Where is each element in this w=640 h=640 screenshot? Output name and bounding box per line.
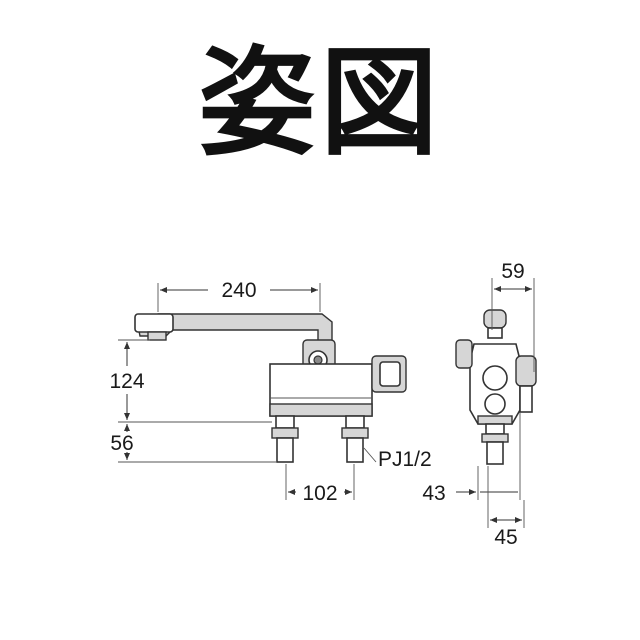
dim-pitch: 102 (285, 464, 355, 505)
side-left-lever (455, 339, 473, 369)
side-view (455, 309, 537, 465)
side-body (469, 343, 521, 425)
dim-label-45: 45 (494, 526, 517, 549)
dim-label-pj: PJ1/2 (378, 448, 432, 471)
dim-label-56: 56 (110, 432, 133, 455)
pipe-thread-callout: PJ1/2 (363, 447, 432, 471)
faucet-body (269, 363, 373, 417)
dim-label-102: 102 (302, 482, 337, 505)
side-top-knob (483, 309, 507, 339)
dim-side-front: 43 (422, 412, 521, 505)
supply-legs (271, 415, 369, 463)
dim-label-43: 43 (422, 482, 445, 505)
dim-label-59: 59 (501, 260, 524, 283)
dim-side-bottom: 45 (487, 466, 525, 549)
dim-label-124: 124 (109, 370, 144, 393)
dim-label-240: 240 (221, 279, 256, 302)
page-title: 姿図 (197, 34, 442, 172)
side-leg (481, 423, 509, 465)
dim-base-height: 56 (110, 424, 276, 463)
front-view (134, 313, 407, 463)
dim-side-top: 59 (491, 260, 535, 372)
dim-body-height: 124 (109, 339, 272, 423)
side-right-control (515, 355, 537, 413)
temperature-control (371, 355, 407, 393)
dim-spout-length: 240 (157, 279, 321, 312)
spout (134, 313, 333, 346)
